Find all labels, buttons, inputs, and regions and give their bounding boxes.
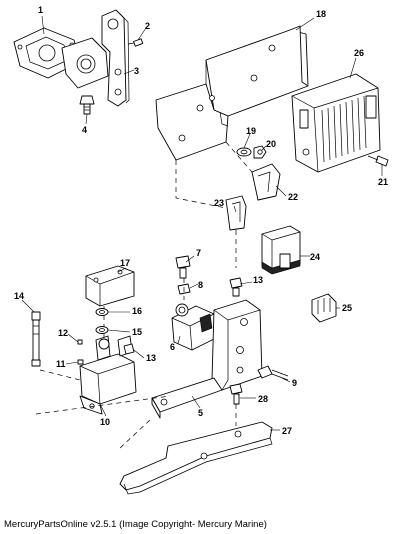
part-15-washer[interactable] (95, 326, 109, 334)
callout-16: 16 (132, 306, 142, 316)
callout-23: 23 (214, 198, 224, 208)
callout-12: 12 (58, 328, 68, 338)
callout-11: 11 (56, 359, 66, 369)
part-7-bolt[interactable] (175, 255, 191, 279)
part-17-terminal-block[interactable] (85, 265, 135, 307)
part-21-screw[interactable] (367, 155, 389, 167)
exploded-parts-diagram: 1 2 3 4 18 26 19 20 21 22 23 24 7 8 13 2… (13, 5, 389, 495)
callout-4: 4 (82, 125, 87, 135)
callout-6: 6 (170, 342, 175, 352)
part-9-screw[interactable] (257, 365, 289, 381)
part-12-screw[interactable] (77, 339, 83, 345)
callout-7: 7 (196, 248, 201, 258)
part-11-screw[interactable] (77, 359, 84, 365)
callout-15: 15 (132, 327, 142, 337)
callout-25: 25 (342, 303, 352, 313)
callout-26: 26 (354, 48, 364, 58)
callout-13-right: 13 (253, 275, 263, 285)
part-13-bolt-right[interactable] (229, 277, 243, 297)
part-19-washer[interactable] (236, 147, 252, 157)
callout-1: 1 (38, 5, 43, 15)
part-22-clip[interactable] (251, 163, 281, 201)
part-26-module[interactable] (291, 73, 381, 173)
part-16-washer[interactable] (95, 308, 109, 316)
part-4-bolt[interactable] (79, 95, 95, 115)
callout-17: 17 (120, 258, 130, 268)
part-18-bracket[interactable] (155, 25, 309, 161)
part-14-stud[interactable] (31, 311, 41, 367)
callout-18: 18 (316, 9, 326, 19)
callout-20: 20 (266, 139, 276, 149)
part-6-component[interactable] (171, 303, 217, 351)
part-25-fuse[interactable] (311, 293, 337, 323)
callout-9: 9 (292, 378, 297, 388)
part-3-bracket[interactable] (101, 9, 130, 107)
image-caption: MercuryPartsOnline v2.5.1 (Image Copyrig… (4, 519, 267, 530)
callout-8: 8 (198, 280, 203, 290)
callout-13-left: 13 (146, 353, 156, 363)
callout-labels: 1 2 3 4 18 26 19 20 21 22 23 24 7 8 13 2… (14, 5, 388, 436)
callout-19: 19 (246, 126, 256, 136)
callout-3: 3 (134, 66, 139, 76)
leader-lines (21, 15, 383, 431)
callout-14: 14 (14, 291, 24, 301)
part-13-bolt-left[interactable] (123, 343, 135, 355)
part-5-bracket[interactable] (151, 299, 263, 419)
callout-2: 2 (145, 21, 150, 31)
callout-22: 22 (288, 192, 298, 202)
part-27-bracket[interactable] (119, 421, 273, 495)
callout-10: 10 (100, 417, 110, 427)
part-2-screw[interactable] (127, 38, 144, 47)
callout-28: 28 (258, 394, 268, 404)
callout-5: 5 (198, 408, 203, 418)
callout-24: 24 (310, 252, 320, 262)
callout-27: 27 (282, 426, 292, 436)
part-28-bolt[interactable] (229, 383, 243, 405)
part-23-clip[interactable] (225, 195, 247, 231)
part-24-relay[interactable] (261, 225, 301, 275)
callout-21: 21 (378, 177, 388, 187)
mounting-plate[interactable] (61, 37, 109, 89)
